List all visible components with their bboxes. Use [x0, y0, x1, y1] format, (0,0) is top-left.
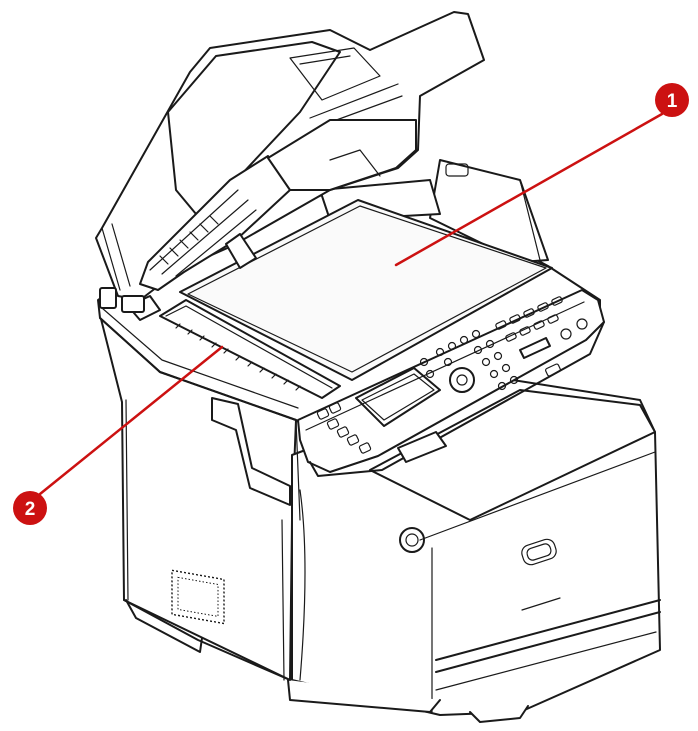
printer-body	[99, 314, 661, 723]
callout-1-label: 1	[667, 91, 678, 112]
callout-2-badge	[13, 491, 47, 525]
callout-2: 2	[13, 345, 224, 525]
control-panel	[297, 289, 605, 477]
callout-2-leader	[38, 345, 224, 496]
callout-1-badge	[655, 83, 689, 117]
document-feeder-lid	[95, 11, 485, 313]
document-glass	[179, 199, 553, 381]
callout-2-label: 2	[25, 499, 36, 520]
callout-1: 1	[394, 83, 689, 267]
callout-1-leader	[394, 112, 664, 267]
